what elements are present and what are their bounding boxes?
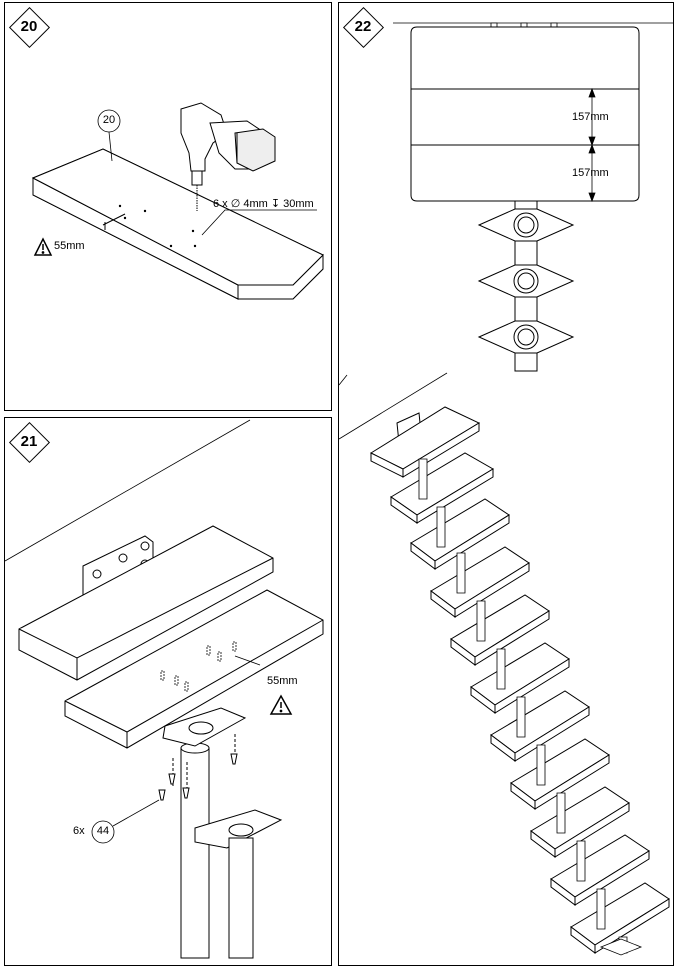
step-21-panel: 21: [4, 417, 332, 966]
step-number: 21: [20, 433, 38, 450]
tread-drilling-illustration: [5, 3, 332, 411]
step-number: 22: [354, 18, 372, 35]
screw-quantity-label: 6x: [73, 825, 85, 837]
step-number-badge: 22: [342, 6, 385, 49]
step-number: 20: [20, 18, 38, 35]
spacing-label-lower: 157mm: [572, 167, 609, 179]
warning-triangle-icon: [35, 239, 51, 255]
warning-distance-label: 55mm: [54, 240, 85, 252]
step-20-panel: 20: [4, 2, 332, 411]
tread-bracket-assembly-illustration: [5, 418, 332, 966]
step-number-badge: 20: [8, 6, 51, 49]
step-number-badge: 21: [8, 421, 51, 464]
step-22-panel: 22: [338, 2, 674, 966]
drill-spec-label: 6 x ∅ 4mm ↧ 30mm: [213, 198, 314, 210]
part-callout-number: 44: [96, 825, 110, 837]
staircase-spacing-illustration: [339, 3, 674, 966]
warning-triangle-icon: [271, 696, 291, 714]
drill-icon: [181, 103, 275, 211]
part-callout-number: 20: [102, 114, 116, 126]
spacing-label-upper: 157mm: [572, 111, 609, 123]
warning-distance-label: 55mm: [267, 675, 298, 687]
